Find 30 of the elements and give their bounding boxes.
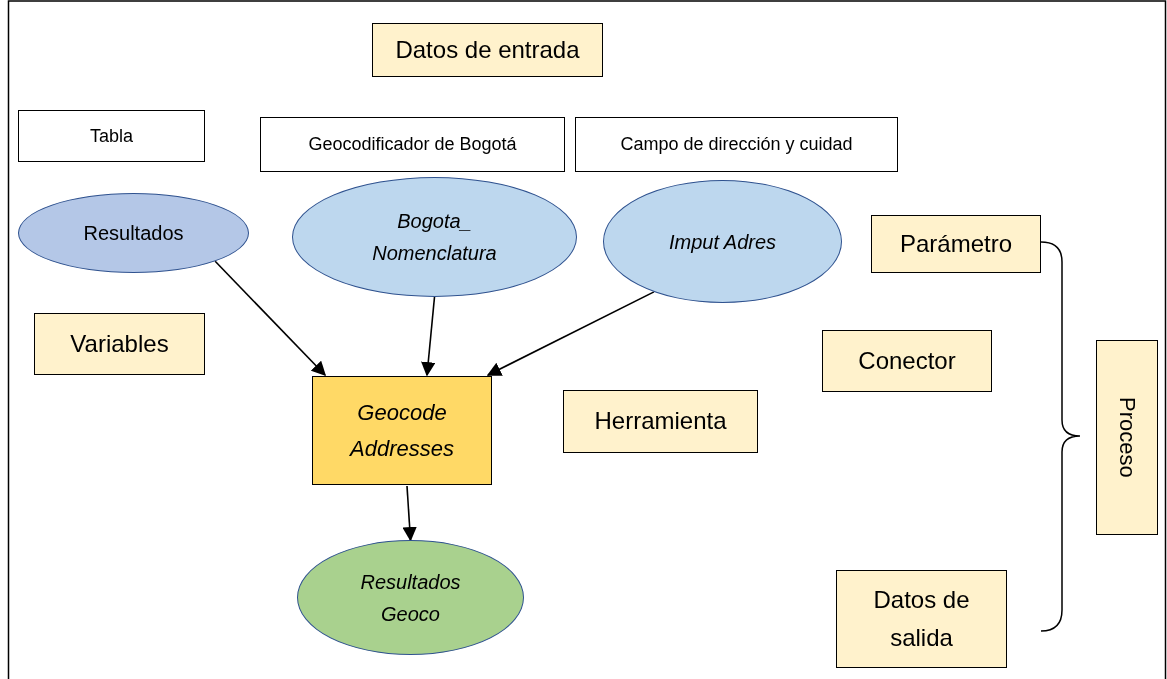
arrow	[421, 296, 436, 377]
process-box	[575, 117, 898, 172]
node-label: Resultados Geoco	[359, 569, 462, 627]
node-label: Geocode Addresses	[348, 399, 455, 463]
process-box	[836, 570, 1007, 668]
process-box	[312, 376, 492, 485]
node-label: Datos de entrada	[395, 34, 580, 65]
process-box	[260, 117, 565, 172]
process-box	[822, 330, 992, 392]
node-label: Datos de salida	[872, 584, 971, 653]
process-box	[563, 390, 758, 453]
node-label: Geocodificador de Bogotá	[308, 133, 517, 157]
process-box	[18, 110, 205, 162]
node-label: Imput Adres	[668, 229, 777, 255]
node-label: Conector	[858, 345, 956, 376]
node-label: Herramienta	[594, 406, 727, 437]
node-label: Campo de dirección y cuidad	[620, 133, 853, 157]
arrow	[486, 291, 655, 376]
node-label: Parámetro	[899, 228, 1012, 259]
arrow	[214, 260, 326, 377]
node-label: Tabla	[90, 124, 133, 148]
node-label: Resultados	[83, 221, 184, 246]
process-box	[34, 313, 205, 375]
process-box	[372, 23, 603, 77]
process-box	[1096, 340, 1158, 535]
arrow	[402, 485, 417, 542]
node-label: Proceso	[1113, 397, 1141, 478]
process-box	[871, 215, 1041, 273]
node-label: Bogota_ Nomenclatura	[371, 209, 498, 266]
node-label: Variables	[70, 328, 169, 359]
